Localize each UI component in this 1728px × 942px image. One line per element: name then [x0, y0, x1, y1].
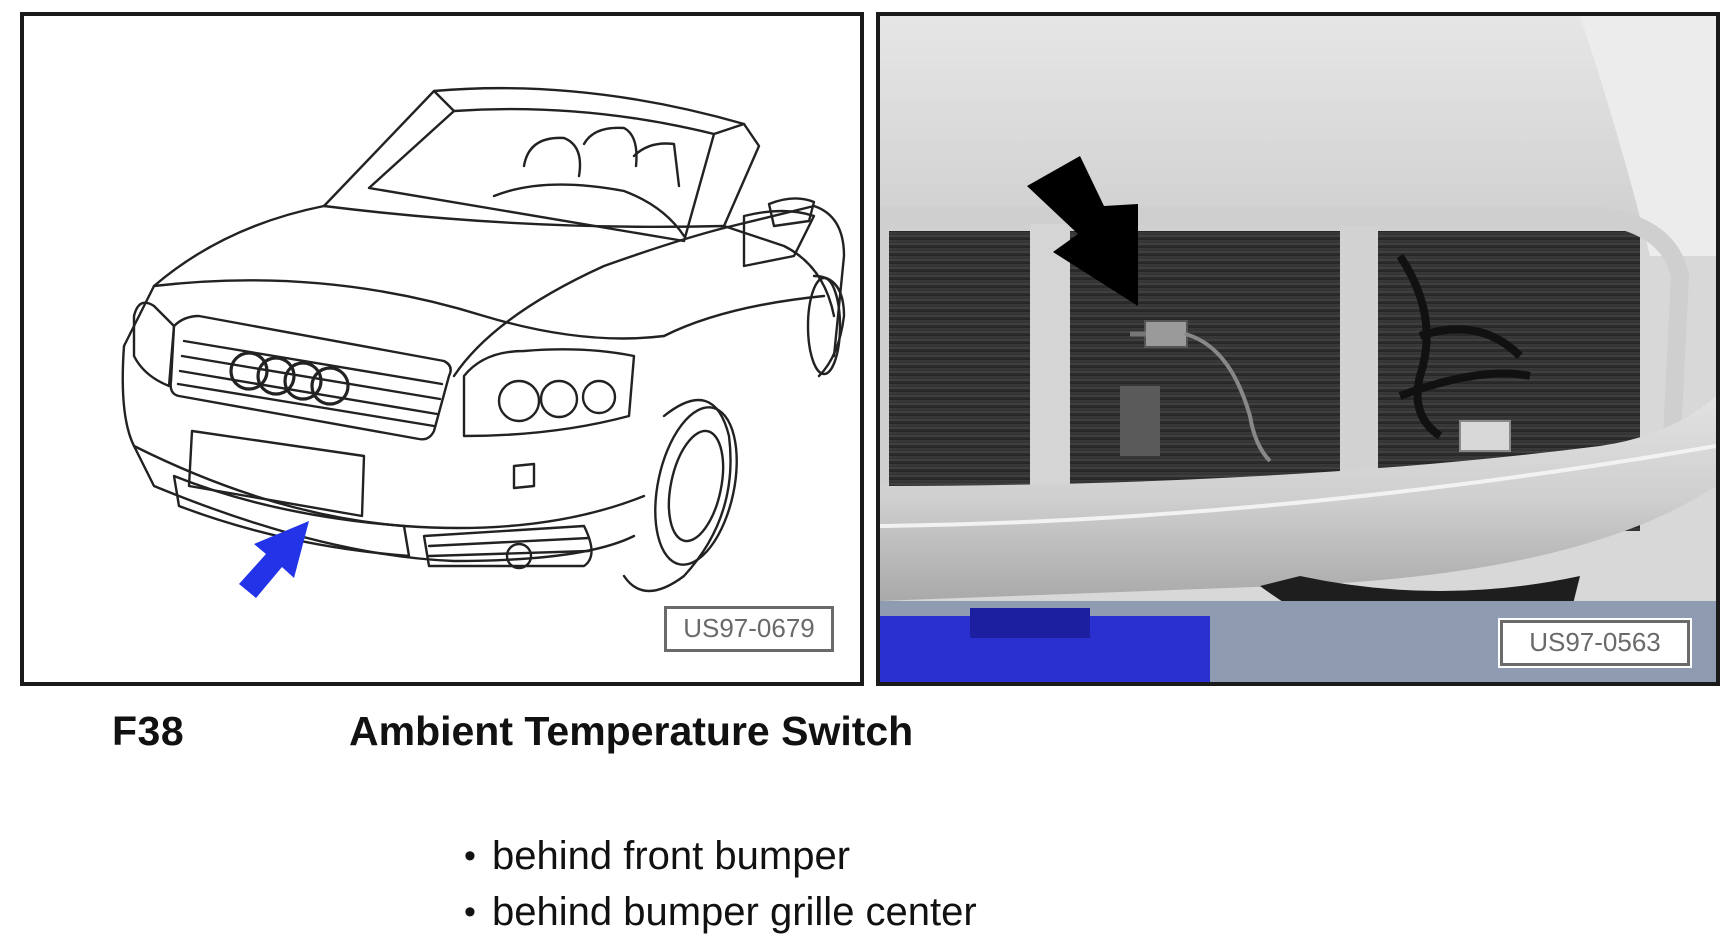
bumper-photo	[880, 16, 1716, 682]
car-line-drawing-figure: US97-0679	[20, 12, 864, 686]
component-code: F38	[112, 708, 185, 754]
figure-label-right: US97-0563	[1498, 618, 1692, 668]
location-text: behind front bumper	[492, 834, 851, 878]
bumper-photo-figure: US97-0563	[876, 12, 1720, 686]
location-arrow-icon	[239, 521, 309, 598]
bullet-icon: •	[464, 893, 476, 931]
location-arrow-icon	[1027, 156, 1138, 306]
list-item: • behind front bumper	[464, 828, 977, 884]
bullet-icon: •	[464, 837, 476, 875]
list-item: • behind bumper grille center	[464, 884, 977, 940]
figure-label-left: US97-0679	[662, 604, 836, 654]
car-line-drawing	[121, 86, 846, 598]
component-title: Ambient Temperature Switch	[349, 708, 914, 754]
location-text: behind bumper grille center	[492, 890, 977, 934]
location-list: • behind front bumper • behind bumper gril…	[464, 828, 977, 940]
